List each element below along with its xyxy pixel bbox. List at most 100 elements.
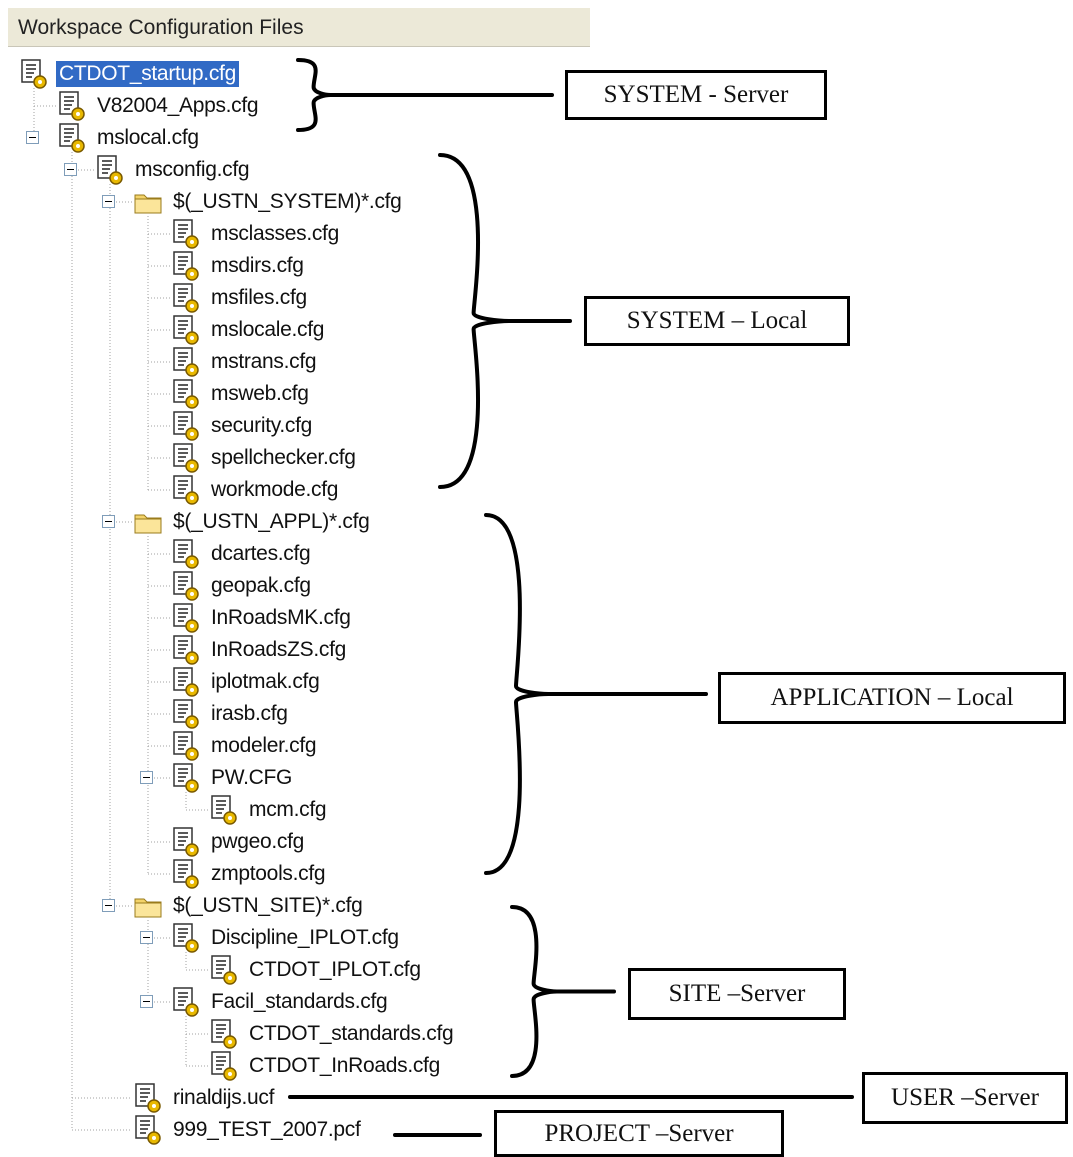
site-server-box: SITE –Server — [628, 968, 846, 1020]
tree-node[interactable]: geopak.cfg — [170, 571, 314, 601]
tree-node[interactable]: Facil_standards.cfg — [170, 987, 390, 1017]
tree-node[interactable]: $(_USTN_APPL)*.cfg — [132, 508, 373, 536]
tree-node-label: dcartes.cfg — [211, 542, 311, 565]
config-file-icon — [173, 379, 199, 409]
config-file-icon — [173, 539, 199, 569]
tree-node-label: CTDOT_standards.cfg — [249, 1022, 454, 1045]
tree-node[interactable]: 999_TEST_2007.pcf — [132, 1115, 364, 1145]
tree-node[interactable]: zmptools.cfg — [170, 859, 328, 889]
tree-node-label: msconfig.cfg — [135, 158, 250, 181]
config-file-icon — [21, 59, 47, 89]
tree-node[interactable]: workmode.cfg — [170, 475, 341, 505]
tree-node[interactable]: modeler.cfg — [170, 731, 319, 761]
tree-node-label: mslocal.cfg — [97, 126, 199, 149]
tree-node-label: mslocale.cfg — [211, 318, 325, 341]
tree-node[interactable]: mslocal.cfg — [56, 123, 202, 153]
tree-node-label: msclasses.cfg — [211, 222, 339, 245]
tree-node-label: InRoadsMK.cfg — [211, 606, 351, 629]
config-file-icon — [173, 475, 199, 505]
config-file-icon — [173, 763, 199, 793]
tree-node-label: pwgeo.cfg — [211, 830, 305, 853]
tree-node[interactable]: Discipline_IPLOT.cfg — [170, 923, 402, 953]
tree-node-label: PW.CFG — [211, 766, 293, 789]
tree-node[interactable]: msclasses.cfg — [170, 219, 342, 249]
tree-node[interactable]: InRoadsMK.cfg — [170, 603, 354, 633]
folder-icon — [134, 194, 162, 214]
tree-node[interactable]: V82004_Apps.cfg — [56, 91, 261, 121]
tree-node[interactable]: pwgeo.cfg — [170, 827, 307, 857]
tree-node[interactable]: iplotmak.cfg — [170, 667, 322, 697]
system-server-brace — [296, 58, 331, 132]
application-local-brace — [484, 513, 549, 875]
tree-node[interactable]: mstrans.cfg — [170, 347, 319, 377]
config-file-icon — [211, 1019, 237, 1049]
collapse-toggle-icon[interactable] — [64, 163, 77, 176]
tree-node[interactable]: CTDOT_standards.cfg — [208, 1019, 456, 1049]
tree-node[interactable]: $(_USTN_SYSTEM)*.cfg — [132, 188, 405, 216]
config-file-icon — [173, 315, 199, 345]
collapse-toggle-icon[interactable] — [26, 131, 39, 144]
tree-node[interactable]: PW.CFG — [170, 763, 295, 793]
collapse-toggle-icon[interactable] — [102, 899, 115, 912]
tree-node-label: InRoadsZS.cfg — [211, 638, 346, 661]
collapse-toggle-icon[interactable] — [140, 995, 153, 1008]
tree-node-label: $(_USTN_APPL)*.cfg — [173, 510, 370, 533]
config-file-icon — [173, 923, 199, 953]
tree-node-label: $(_USTN_SITE)*.cfg — [173, 894, 363, 917]
tree-node[interactable]: spellchecker.cfg — [170, 443, 359, 473]
project-server-box: PROJECT –Server — [494, 1110, 784, 1157]
tree-node[interactable]: irasb.cfg — [170, 699, 291, 729]
tree-node[interactable]: msweb.cfg — [170, 379, 312, 409]
tree-node[interactable]: CTDOT_startup.cfg — [18, 59, 239, 89]
system-local-brace — [438, 153, 511, 489]
application-local-box: APPLICATION – Local — [718, 672, 1066, 724]
folder-icon — [134, 898, 162, 918]
tree-node-label: 999_TEST_2007.pcf — [173, 1118, 361, 1141]
tree-node-label: irasb.cfg — [211, 702, 288, 725]
tree-node-label: workmode.cfg — [211, 478, 339, 501]
tree-node-label: mcm.cfg — [249, 798, 327, 821]
config-file-icon — [173, 251, 199, 281]
tree-node[interactable]: CTDOT_InRoads.cfg — [208, 1051, 443, 1081]
tree-node-label: modeler.cfg — [211, 734, 317, 757]
tree-node[interactable]: $(_USTN_SITE)*.cfg — [132, 892, 366, 920]
tree-node[interactable]: mcm.cfg — [208, 795, 329, 825]
config-file-icon — [135, 1115, 161, 1145]
tree-node-label: CTDOT_IPLOT.cfg — [249, 958, 421, 981]
tree-node-label: geopak.cfg — [211, 574, 311, 597]
tree-node[interactable]: msdirs.cfg — [170, 251, 307, 281]
tree-node[interactable]: dcartes.cfg — [170, 539, 313, 569]
tree-node-label: V82004_Apps.cfg — [97, 94, 259, 117]
config-file-icon — [211, 1051, 237, 1081]
config-file-icon — [59, 123, 85, 153]
tree-node[interactable]: msfiles.cfg — [170, 283, 310, 313]
tree-node[interactable]: InRoadsZS.cfg — [170, 635, 349, 665]
config-file-icon — [211, 955, 237, 985]
tree-node[interactable]: rinaldijs.ucf — [132, 1083, 277, 1113]
config-file-icon — [173, 219, 199, 249]
collapse-toggle-icon[interactable] — [102, 195, 115, 208]
collapse-toggle-icon[interactable] — [140, 771, 153, 784]
panel-title: Workspace Configuration Files — [18, 16, 304, 39]
collapse-toggle-icon[interactable] — [140, 931, 153, 944]
tree-node-label: rinaldijs.ucf — [173, 1086, 275, 1109]
panel-header: Workspace Configuration Files — [8, 8, 590, 47]
config-file-icon — [173, 635, 199, 665]
tree-node-label: spellchecker.cfg — [211, 446, 356, 469]
collapse-toggle-icon[interactable] — [102, 515, 115, 528]
tree-node-label: $(_USTN_SYSTEM)*.cfg — [173, 190, 402, 213]
config-file-icon — [173, 411, 199, 441]
folder-icon — [134, 514, 162, 534]
tree-node[interactable]: mslocale.cfg — [170, 315, 327, 345]
config-file-icon — [173, 827, 199, 857]
config-file-icon — [135, 1083, 161, 1113]
tree-node[interactable]: CTDOT_IPLOT.cfg — [208, 955, 424, 985]
tree-node-label: CTDOT_startup.cfg — [56, 61, 239, 87]
tree-node[interactable]: security.cfg — [170, 411, 315, 441]
site-server-brace — [510, 905, 558, 1078]
tree-node[interactable]: msconfig.cfg — [94, 155, 252, 185]
tree-node-label: zmptools.cfg — [211, 862, 326, 885]
tree-node-label: security.cfg — [211, 414, 313, 437]
